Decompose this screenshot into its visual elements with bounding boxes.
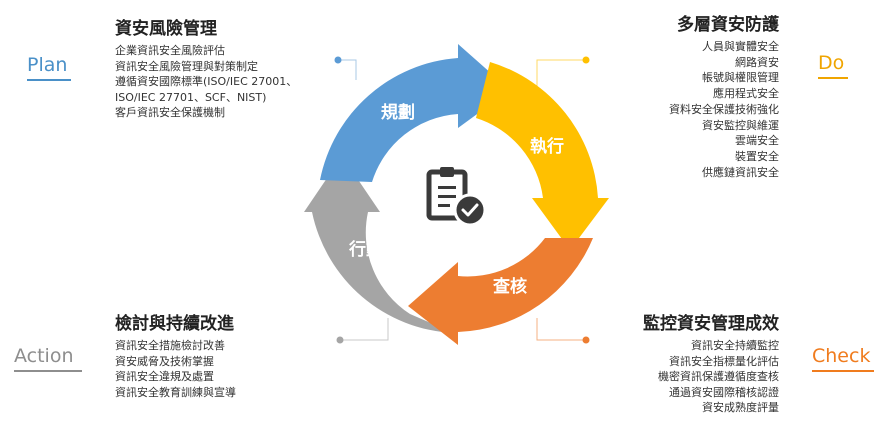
cycle-segment-check [408,238,593,345]
connector-check [536,318,586,341]
phase-plan-underline [27,79,71,81]
phase-do-text: Do [818,52,845,74]
block-review-improve-title: 檢討與持續改進 [115,314,234,334]
phase-check-text: Check [812,345,871,367]
phase-label-do: Do [818,52,848,79]
connector-plan [338,59,357,80]
block-multilayer-defense-title: 多層資安防護 [677,15,779,35]
list-item: 資安成熟度評量 [702,401,779,414]
list-item: 機密資訊保護遵循度查核 [658,370,779,383]
block-risk-management-title: 資安風險管理 [115,19,217,39]
list-item: 應用程式安全 [713,87,779,101]
connector-dot-do [582,56,590,64]
list-item: 帳號與權限管理 [702,71,779,85]
cycle-segment-plan [320,44,510,182]
cycle-label-plan: 規劃 [381,102,415,123]
connector-dot-plan [334,56,342,64]
phase-label-check: Check [812,345,874,372]
connector-lines [334,56,590,344]
list-item: 資安威脅及技術掌握 [115,354,214,368]
list-item: 雲端安全 [735,134,779,148]
block-risk-management-list: 企業資訊安全風險評估資訊安全風險管理與對策制定遵循資安國際標準(ISO/IEC … [115,43,297,121]
block-review-improve-list: 資訊安全措施檢討改善資安威脅及技術掌握資訊安全違規及處置資訊安全教育訓練與宣導 [115,338,236,400]
list-item: 人員與實體安全 [702,40,779,53]
block-risk-management: 資安風險管理 企業資訊安全風險評估資訊安全風險管理與對策制定遵循資安國際標準(I… [115,18,297,121]
list-item: 資訊安全教育訓練與宣導 [115,385,236,399]
list-item: 資料安全保護技術強化 [669,102,779,116]
phase-action-underline [14,370,82,372]
list-item: 資訊安全措施檢討改善 [115,339,225,352]
phase-plan-text: Plan [27,54,68,76]
block-monitor-effectiveness-list: 資訊安全持續監控資訊安全指標量化評估機密資訊保護遵循度查核通過資安國際稽核認證資… [643,338,779,416]
block-monitor-effectiveness: 監控資安管理成效 資訊安全持續監控資訊安全指標量化評估機密資訊保護遵循度查核通過… [643,313,779,416]
phase-do-underline [818,77,848,79]
block-monitor-effectiveness-title: 監控資安管理成效 [643,314,779,334]
connector-dot-act [336,336,344,344]
list-item: 通過資安國際稽核認證 [669,385,779,399]
cycle-segment-do [476,62,609,250]
clipboard-check-icon [426,167,487,227]
block-review-improve: 檢討與持續改進 資訊安全措施檢討改善資安威脅及技術掌握資訊安全違規及處置資訊安全… [115,313,236,400]
block-multilayer-defense: 多層資安防護 人員與實體安全網路資安帳號與權限管理應用程式安全資料安全保護技術強… [669,14,779,180]
list-item: 資訊安全指標量化評估 [669,354,779,368]
cycle-label-do: 執行 [530,136,564,157]
phase-check-underline [812,370,874,372]
list-item: 企業資訊安全風險評估 [115,44,225,57]
list-item: 客戶資訊安全保護機制 [115,106,225,119]
list-item: 網路資安 [735,55,779,69]
block-multilayer-defense-list: 人員與實體安全網路資安帳號與權限管理應用程式安全資料安全保護技術強化資安監控與維… [669,39,779,180]
connector-dot-check [582,336,590,344]
list-item: 資訊安全風險管理與對策制定 [115,59,258,73]
list-item: 供應鏈資訊安全 [702,165,779,179]
cycle-label-act: 行動 [348,239,383,260]
list-item: 資訊安全違規及處置 [115,370,214,383]
phase-label-plan: Plan [27,54,71,81]
connector-act [340,318,389,341]
list-item: 遵循資安國際標準(ISO/IEC 27001、 [115,75,298,88]
cycle-segment-act [304,156,454,333]
connector-do [536,59,586,88]
list-item: ISO/IEC 27701、SCF、NIST) [115,90,267,104]
list-item: 資安監控與維運 [702,118,779,132]
cycle-label-check: 查核 [492,276,527,297]
list-item: 裝置安全 [735,149,779,163]
phase-label-action: Action [14,345,82,372]
list-item: 資訊安全持續監控 [691,339,779,352]
phase-action-text: Action [14,345,74,367]
